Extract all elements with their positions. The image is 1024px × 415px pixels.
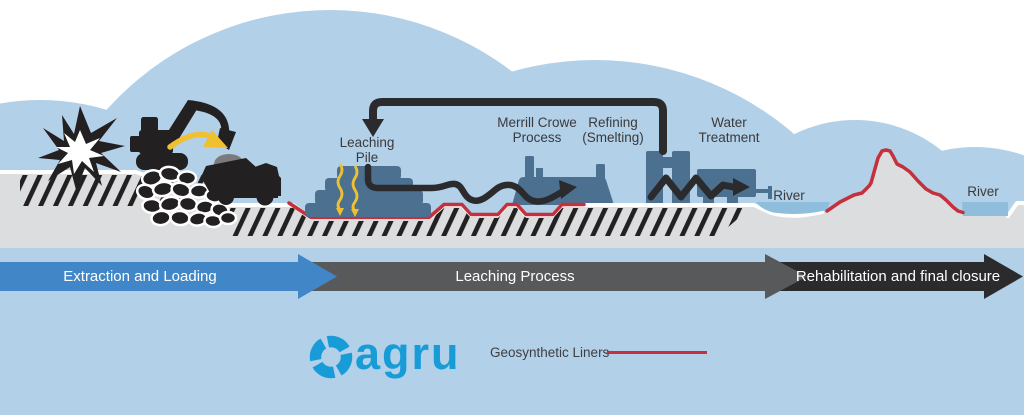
- liner-rehab-mountain: [825, 148, 965, 215]
- solution-pipe: [364, 163, 577, 205]
- down-arrowhead-icon: [362, 119, 384, 137]
- flow-arrowhead-icon: [559, 180, 577, 199]
- stage-label-leaching: Leaching Process: [455, 268, 575, 285]
- label-water-treatment: Water Treatment: [698, 115, 760, 145]
- label-river-left: River: [773, 188, 805, 203]
- ore-rocks: [135, 165, 238, 229]
- agru-logo-icon: [309, 335, 353, 379]
- hatch-lower: [228, 208, 750, 236]
- stage-arrow-leaching: [303, 254, 807, 299]
- stage-label-extraction: Extraction and Loading: [63, 268, 217, 285]
- stage-label-rehabilitation: Rehabilitation and final closure: [795, 268, 1001, 285]
- stage-arrow-rehabilitation: [770, 254, 1023, 299]
- explosion-icon: [38, 106, 125, 190]
- label-river-right: River: [967, 184, 999, 199]
- label-refining: Refining (Smelting): [582, 115, 644, 145]
- river-water-left: [756, 202, 830, 215]
- agru-brand-text: agru: [355, 328, 461, 379]
- label-merrill-crowe: Merrill Crowe Process: [497, 115, 577, 145]
- label-leaching-pile: Leaching Pile: [339, 135, 395, 165]
- haul-truck-icon: [201, 154, 281, 206]
- river-water-right: [962, 202, 1008, 216]
- legend-label: Geosynthetic Liners: [490, 345, 610, 360]
- stage-arrow-extraction: [0, 254, 337, 299]
- liner-leach-area: [287, 201, 586, 220]
- geomembrane-liner: [287, 148, 965, 220]
- excavator-icon: [130, 100, 236, 170]
- drip-lines: [336, 163, 359, 217]
- river-outlet-pipe: [755, 186, 772, 199]
- legend-liner-line: [607, 351, 707, 354]
- flow-arrowhead-icon: [733, 178, 750, 196]
- recycle-pipe: [362, 98, 667, 155]
- treatment-flow-arrow: [647, 174, 750, 201]
- transfer-arrow-icon: [167, 130, 228, 150]
